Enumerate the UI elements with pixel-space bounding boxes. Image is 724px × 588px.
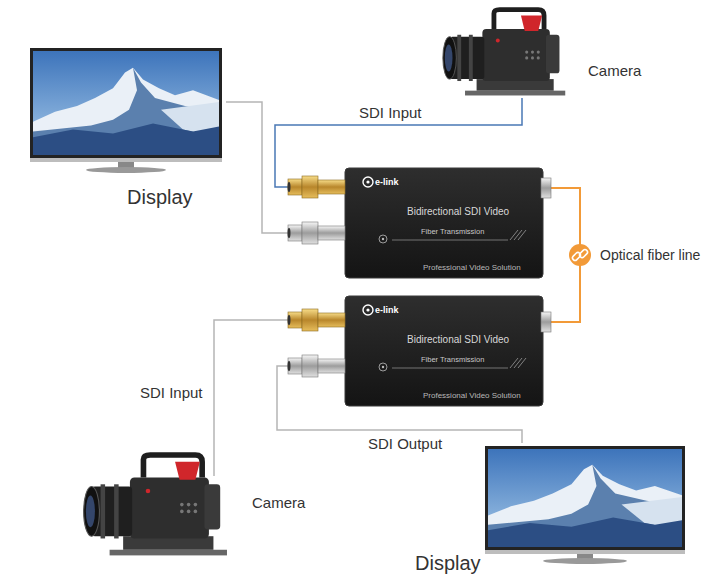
device-label: Camera (588, 62, 641, 79)
monitor-frame (30, 48, 222, 162)
monitor-base (543, 558, 627, 564)
device-label: Display (127, 186, 193, 209)
decor-slash (510, 358, 518, 368)
signal-line (214, 320, 345, 476)
link-glyph (579, 249, 589, 259)
decor-slash (518, 230, 526, 240)
camera-illustration (443, 10, 565, 96)
fiber-icon (379, 235, 387, 243)
brand-logo-text: e-link (375, 177, 399, 187)
product-subtitle: Fiber Transmission (421, 356, 484, 365)
product-slogan: Professional Video Solution (423, 263, 521, 272)
converter-body (345, 168, 543, 278)
bnc-connector (288, 222, 346, 244)
camera-illustration (84, 455, 227, 555)
converter-box: e-linkBidirectional SDI VideoFiber Trans… (345, 168, 543, 278)
monitor-screen (488, 449, 682, 547)
edge-label: SDI Input (138, 384, 205, 401)
monitor-screen (33, 51, 219, 155)
converter-box: e-linkBidirectional SDI VideoFiber Trans… (345, 296, 543, 406)
signal-line (226, 102, 345, 233)
edge-label: SDI Input (357, 104, 424, 121)
decor-line (392, 368, 508, 369)
decor-slash (514, 358, 522, 368)
bnc-connector (288, 309, 346, 331)
product-title: Bidirectional SDI Video (407, 334, 509, 346)
monitor-bezel (485, 550, 685, 554)
product-title: Bidirectional SDI Video (407, 206, 509, 218)
logo-icon (363, 305, 373, 315)
decor-slash (510, 230, 518, 240)
logo-icon (366, 180, 369, 183)
camera-node: Camera (438, 2, 650, 98)
sfp-module (541, 178, 551, 198)
camera-node: Camera (78, 476, 311, 572)
fiber-link-icon (569, 244, 591, 266)
converter-illustration (288, 296, 552, 406)
decor-slash (514, 230, 522, 240)
brand-logo-text: e-link (375, 305, 399, 315)
fiber-icon (379, 363, 387, 371)
product-subtitle: Fiber Transmission (421, 228, 484, 237)
decor-line (392, 240, 508, 241)
device-label: Display (415, 552, 481, 575)
sfp-module (541, 312, 551, 332)
monitor-illustration (485, 446, 685, 564)
converter-illustration (288, 168, 552, 278)
decor-slash (518, 358, 526, 368)
product-slogan: Professional Video Solution (423, 391, 521, 400)
logo-icon (366, 308, 369, 311)
bnc-connector (288, 176, 346, 198)
device-label: Camera (252, 494, 305, 511)
bnc-connector (288, 355, 346, 377)
edge-label: SDI Output (366, 435, 444, 452)
display-node: Display (28, 44, 226, 214)
fiber-icon (382, 238, 384, 240)
link-badge (569, 244, 591, 266)
monitor-base (86, 167, 166, 173)
converter-body (345, 296, 543, 406)
edge-label: Optical fiber line (598, 247, 702, 263)
logo-icon (363, 177, 373, 187)
fiber-icon (382, 366, 384, 368)
monitor-bezel (30, 158, 222, 162)
monitor-frame (485, 446, 685, 554)
monitor-illustration (30, 48, 222, 173)
display-node: Display (412, 443, 690, 579)
